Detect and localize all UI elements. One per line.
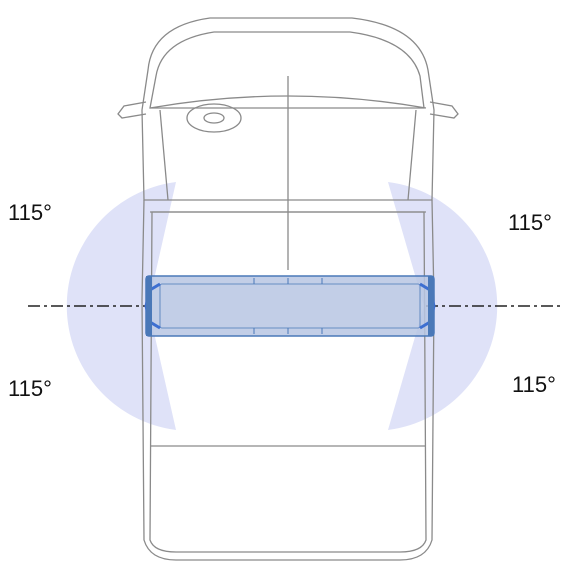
mirror-right: [429, 101, 459, 119]
steering-wheel-hub: [203, 112, 225, 124]
vehicle-outline: [117, 17, 459, 561]
mirror-left: [117, 101, 147, 119]
vehicle-roof-inner: [149, 31, 425, 109]
light-bar-body: [145, 275, 435, 337]
steering-wheel: [186, 103, 242, 133]
angle-label-bottom-left: 115°: [8, 376, 52, 401]
angle-label-top-left: 115°: [8, 200, 52, 225]
angle-label-bottom-right: 115°: [512, 372, 556, 397]
windshield-line: [159, 109, 417, 201]
light-bar-bracket-left: [146, 276, 152, 336]
light-bar-inner: [159, 283, 421, 329]
light-bar: [144, 275, 436, 337]
vehicle-body-inner: [149, 211, 427, 553]
vehicle-body: [141, 199, 435, 561]
angle-label-top-right: 115°: [508, 210, 552, 235]
vehicle-roof: [141, 17, 435, 201]
light-bar-bracket-right: [428, 276, 434, 336]
light-bar-segments: [253, 278, 323, 334]
